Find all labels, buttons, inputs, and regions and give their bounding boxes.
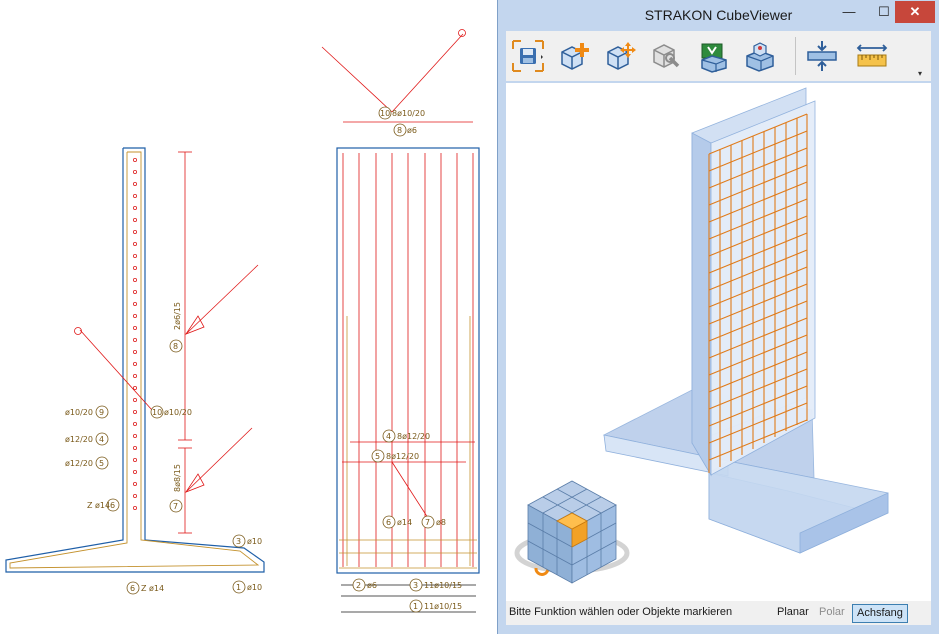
cube-add-icon (561, 43, 589, 70)
right-leader-lines (321, 29, 475, 519)
3d-viewport[interactable] (506, 83, 931, 601)
rebar-grid (708, 113, 808, 473)
left-mark-4: 4 (99, 435, 104, 444)
left-rebar-dots (132, 157, 137, 510)
right-text-8d10-20: 8ø10/20 (392, 109, 425, 118)
left-mark-9: 9 (99, 408, 104, 417)
right-mark-2: 2 (356, 581, 361, 590)
left-text-d10-b: ø10 (247, 583, 262, 592)
box-info-icon (746, 42, 774, 72)
status-bar: Bitte Funktion wählen oder Objekte marki… (506, 601, 931, 625)
left-mark-3: 3 (236, 537, 241, 546)
window-title: STRAKON CubeViewer (644, 7, 793, 23)
left-mark-6b: 6 (130, 584, 135, 593)
navigation-cube[interactable] (514, 480, 630, 584)
object-info-button[interactable] (742, 38, 778, 74)
toolbar-overflow-icon[interactable]: ▾ (918, 69, 923, 78)
left-mark-1: 1 (236, 583, 241, 592)
planar-toggle[interactable]: Planar (777, 606, 809, 618)
left-text-z14: Z ø14 (141, 584, 164, 593)
left-mark-6: 6 (110, 501, 115, 510)
right-text-11d10-15-b: 11ø10/15 (424, 602, 462, 611)
right-mark-1: 1 (413, 602, 418, 611)
right-text-11d10-15-a: 11ø10/15 (424, 581, 462, 590)
cube-move-icon (607, 42, 636, 70)
left-mark-8: 8 (173, 342, 178, 351)
cubeviewer-window: STRAKON CubeViewer — ☐ ✕ (498, 0, 939, 634)
left-mark-10: 10 (152, 408, 162, 417)
left-leader-lines (74, 151, 259, 534)
left-mark-5: 5 (99, 459, 104, 468)
left-position-marks (95, 339, 246, 595)
left-label-d12-20-b: ø12/20 (65, 459, 93, 468)
measure-button[interactable] (854, 38, 890, 74)
maximize-button[interactable]: ☐ (878, 4, 890, 19)
right-mark-4: 4 (386, 432, 391, 441)
minimize-button[interactable]: — (842, 4, 856, 19)
toolbar-separator (795, 37, 796, 75)
right-mark-3: 3 (413, 581, 418, 590)
title-bar[interactable]: STRAKON CubeViewer — ☐ ✕ (498, 0, 939, 30)
export-view-button[interactable] (696, 38, 732, 74)
left-mark-7: 7 (173, 502, 178, 511)
right-mark-5: 5 (375, 452, 380, 461)
left-section-view: 9 4 5 6 10 8 7 3 1 6 ø10/20 ø12/20 ø12/2… (5, 147, 265, 595)
section-view-button[interactable] (804, 38, 840, 74)
right-text-d6-bottom: ø6 (367, 581, 377, 590)
right-mark-6: 6 (386, 518, 391, 527)
left-text-8d8-15: 8ø8/15 (173, 464, 182, 492)
right-text-8d12-20-b: 8ø12/20 (386, 452, 419, 461)
move-object-button[interactable] (602, 38, 638, 74)
add-object-button[interactable] (556, 38, 592, 74)
left-label-z14: Z ø14 (87, 501, 110, 510)
ruler-icon (856, 44, 888, 67)
achsfang-toggle[interactable]: Achsfang (852, 604, 908, 623)
cube-tools-icon (653, 44, 680, 68)
cad-drawing: 9 4 5 6 10 8 7 3 1 6 ø10/20 ø12/20 ø12/2… (5, 29, 480, 613)
right-elevation-view: 10 8 4 5 6 7 2 3 1 8ø10/20 ø6 8ø12/20 8ø… (321, 29, 480, 613)
right-mark-7: 7 (425, 518, 430, 527)
save-icon (512, 40, 544, 72)
object-settings-button[interactable] (648, 38, 684, 74)
right-text-d14: ø14 (397, 518, 412, 527)
right-text-d8: ø8 (436, 518, 446, 527)
left-text-d10-20: ø10/20 (164, 408, 192, 417)
left-label-d10-20: ø10/20 (65, 408, 93, 417)
left-text-d10-a: ø10 (247, 537, 262, 546)
section-icon (807, 41, 837, 71)
right-mark-8: 8 (397, 126, 402, 135)
status-message: Bitte Funktion wählen oder Objekte marki… (509, 606, 733, 618)
3d-model (514, 87, 889, 584)
left-text-2d6-15: 2ø6/15 (173, 302, 182, 330)
toolbar: ▾ (506, 31, 931, 81)
save-view-button[interactable] (510, 38, 546, 74)
right-text-8d12-20-a: 8ø12/20 (397, 432, 430, 441)
close-button[interactable]: ✕ (895, 1, 935, 23)
box-export-icon (701, 43, 727, 73)
right-position-marks (352, 106, 435, 613)
right-mark-10: 10 (380, 109, 390, 118)
left-label-d12-20-a: ø12/20 (65, 435, 93, 444)
polar-toggle[interactable]: Polar (819, 606, 845, 618)
right-text-d6-top: ø6 (407, 126, 417, 135)
